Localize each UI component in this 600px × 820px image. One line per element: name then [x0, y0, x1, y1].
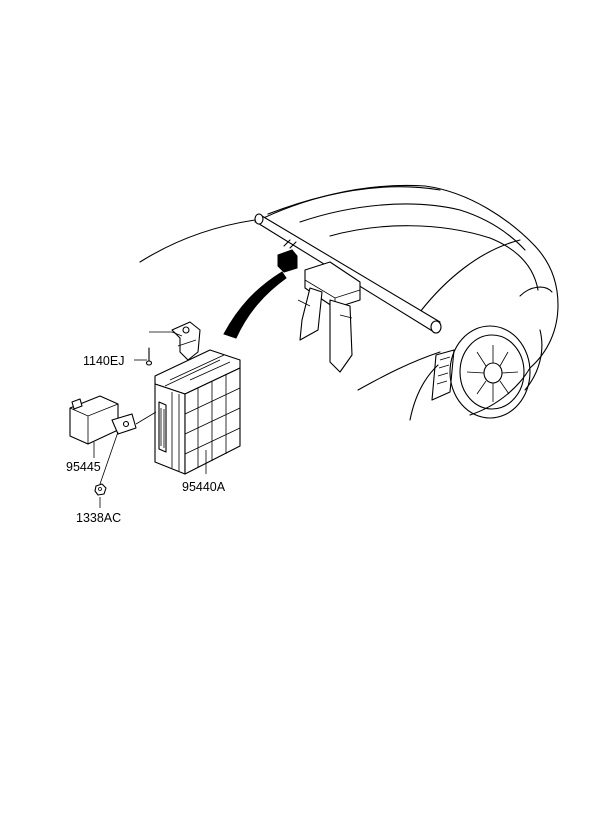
label-95445: 95445 [66, 460, 101, 474]
relay-95445-drawing [69, 395, 157, 445]
nut-1338ac-drawing [94, 483, 107, 496]
leader-lines [93, 359, 207, 508]
label-1338ac: 1338AC [76, 511, 121, 525]
rear-wheel [449, 325, 531, 419]
vehicle-outline [139, 184, 559, 421]
location-marker [223, 239, 298, 339]
bolt-1140ej-drawing [145, 331, 183, 366]
label-95440a: 95440A [182, 480, 226, 494]
module-bracket [171, 321, 201, 361]
label-1140ej: 1140EJ [83, 354, 124, 368]
mounting-bracket-in-car [297, 261, 361, 373]
module-95440a-drawing [154, 349, 241, 475]
